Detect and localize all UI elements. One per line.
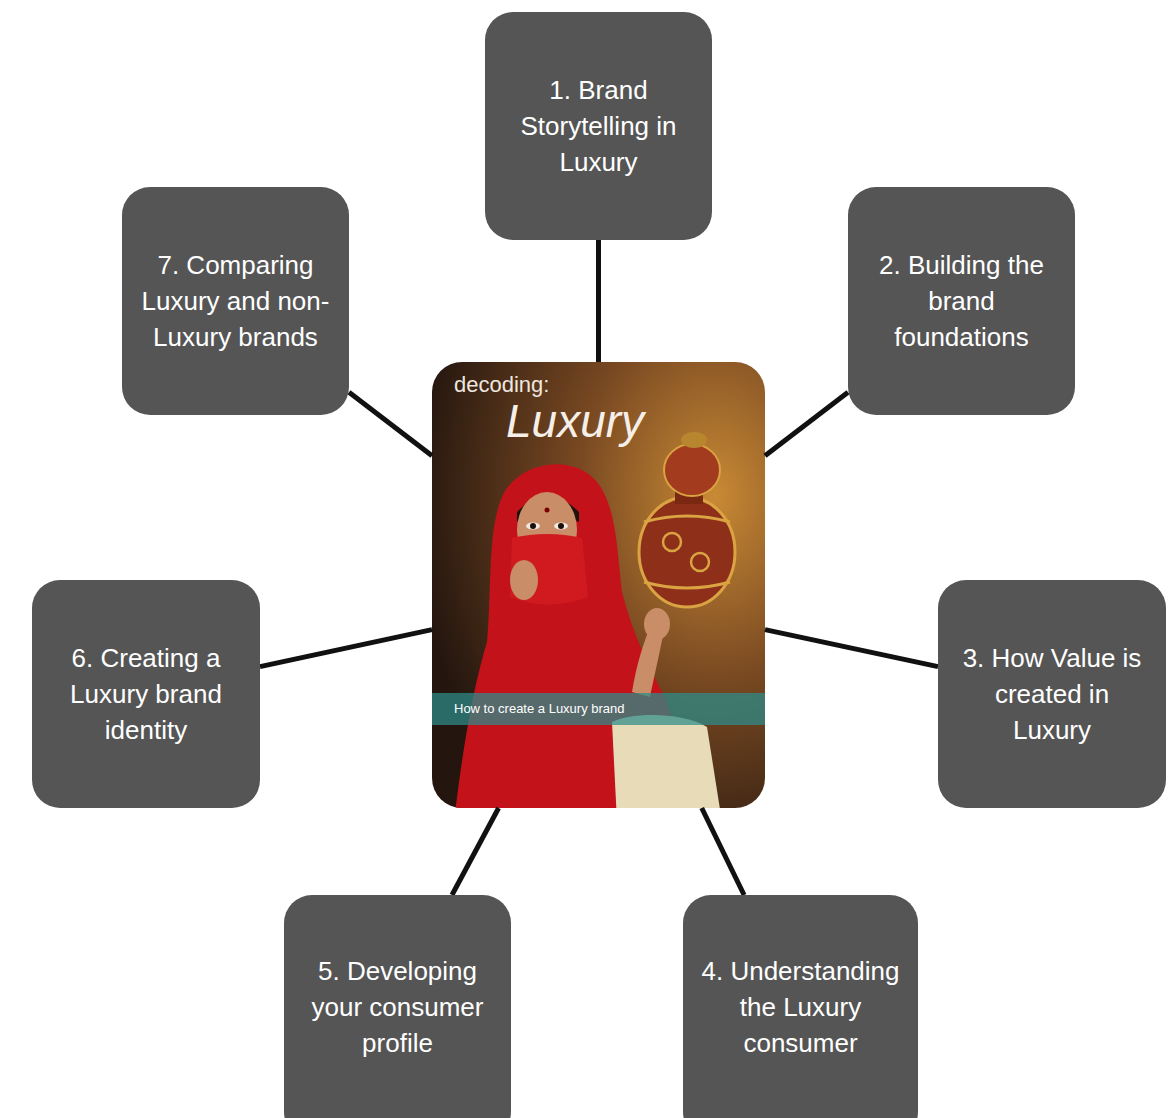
eye bbox=[554, 523, 568, 530]
connector-line bbox=[702, 808, 744, 895]
topic-label: 2. Building the brand foundations bbox=[864, 247, 1059, 355]
topic-label: 7. Comparing Luxury and non-Luxury brand… bbox=[138, 247, 333, 355]
topic-box: 3. How Value is created in Luxury bbox=[938, 580, 1166, 808]
topic-box: 4. Understanding the Luxury consumer bbox=[683, 895, 918, 1118]
pot-lid bbox=[681, 432, 707, 448]
connector-line bbox=[765, 630, 938, 667]
connector-line bbox=[349, 392, 432, 455]
connector-line bbox=[452, 808, 499, 895]
topic-label: 4. Understanding the Luxury consumer bbox=[699, 953, 902, 1061]
hand bbox=[510, 560, 538, 600]
pot bbox=[639, 497, 735, 607]
bindi bbox=[545, 508, 550, 513]
connector-line bbox=[596, 240, 601, 362]
pot-pattern bbox=[691, 553, 709, 571]
topic-label: 6. Creating a Luxury brand identity bbox=[48, 640, 244, 748]
topic-box: 5. Developing your consumer profile bbox=[284, 895, 511, 1118]
cream-skirt bbox=[612, 715, 722, 808]
connector-line bbox=[260, 630, 432, 667]
small-pot bbox=[664, 444, 720, 496]
pupil bbox=[558, 523, 564, 529]
caption-band bbox=[432, 693, 765, 725]
topic-box: 1. Brand Storytelling in Luxury bbox=[485, 12, 712, 240]
topic-label: 5. Developing your consumer profile bbox=[300, 953, 495, 1061]
topic-label: 1. Brand Storytelling in Luxury bbox=[501, 72, 696, 180]
pot-band bbox=[644, 582, 730, 588]
pot-band bbox=[644, 516, 730, 522]
hand bbox=[644, 608, 670, 640]
veil bbox=[510, 534, 588, 605]
eye bbox=[526, 523, 540, 530]
connector-line bbox=[765, 392, 848, 455]
pupil bbox=[530, 523, 536, 529]
topic-box: 7. Comparing Luxury and non-Luxury brand… bbox=[122, 187, 349, 415]
topic-box: 2. Building the brand foundations bbox=[848, 187, 1075, 415]
cover-title: Luxury bbox=[506, 396, 644, 446]
cover-kicker: decoding: bbox=[454, 372, 549, 398]
topic-box: 6. Creating a Luxury brand identity bbox=[32, 580, 260, 808]
cover-caption: How to create a Luxury brand bbox=[454, 693, 625, 725]
pot-pattern bbox=[663, 533, 681, 551]
topic-label: 3. How Value is created in Luxury bbox=[954, 640, 1150, 748]
book-cover: decoding:LuxuryHow to create a Luxury br… bbox=[432, 362, 765, 808]
